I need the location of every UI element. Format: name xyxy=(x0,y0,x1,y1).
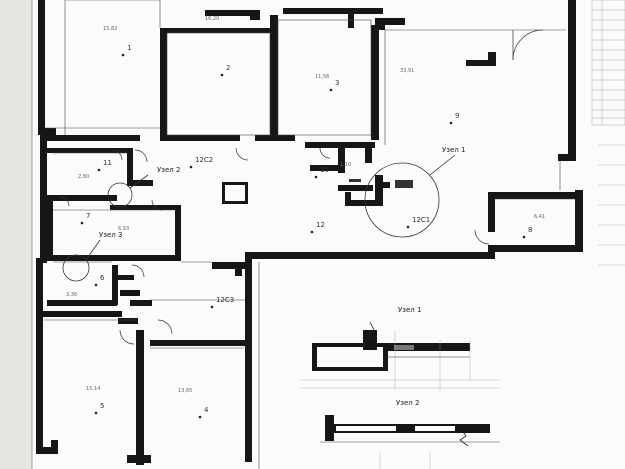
room-11-area: 2,80 xyxy=(78,174,89,180)
room-10-number: 10 xyxy=(320,166,329,174)
room-7-number: 7 xyxy=(86,212,90,220)
drafting-lines xyxy=(44,0,575,469)
detail-drawing-1 xyxy=(300,321,500,390)
room-1-top-area: 15,82 xyxy=(103,26,117,32)
node-2-callout: Узел 2 xyxy=(157,166,180,174)
room-12c2-marker xyxy=(189,165,193,169)
room-6-area: 3,36 xyxy=(66,292,77,298)
room-10-marker xyxy=(314,175,318,179)
room-5-marker xyxy=(94,411,98,415)
scan-left-shadow xyxy=(0,0,32,469)
room-1-top-number: 1 xyxy=(127,44,131,52)
room-12c3-marker xyxy=(210,305,214,309)
room-11-marker xyxy=(97,168,101,172)
room-6-marker xyxy=(94,283,98,287)
room-3-marker xyxy=(329,88,333,92)
room-12c3-number: 12С3 xyxy=(216,296,234,304)
room-12c2-number: 12С2 xyxy=(195,156,213,164)
node-3-callout: Узел 3 xyxy=(99,231,122,239)
node-1-callout: Узел 1 xyxy=(442,146,465,154)
detail-drawing-2 xyxy=(320,415,500,469)
room-12c1-marker xyxy=(406,225,410,229)
door-swings xyxy=(59,29,544,345)
room-6-number: 6 xyxy=(100,274,105,282)
detail-1-title: Узел 1 xyxy=(398,306,421,314)
room-4-number: 4 xyxy=(204,406,209,414)
room-7-marker xyxy=(80,221,84,225)
exterior-walls xyxy=(36,0,583,463)
room-12-marker xyxy=(310,230,314,234)
legend-ticks xyxy=(598,144,625,266)
room-4-marker xyxy=(198,415,202,419)
room-9-number: 9 xyxy=(455,112,459,120)
room-11-number: 11 xyxy=(103,159,112,167)
room-10-area: 1,10 xyxy=(340,162,351,168)
room-5-number: 5 xyxy=(100,402,104,410)
interior-walls xyxy=(42,10,496,465)
room-12c1-number: 12С1 xyxy=(412,216,430,224)
room-4-area: 13,65 xyxy=(178,388,192,394)
room-3-number: 3 xyxy=(335,79,339,87)
node-markers xyxy=(62,154,456,282)
room-12-number: 12 xyxy=(316,221,325,229)
room-5-area: 15,14 xyxy=(86,386,100,392)
room-8-number: 8 xyxy=(528,226,532,234)
area-table xyxy=(591,0,625,126)
room-7-area: 6,93 xyxy=(118,226,129,232)
room-9-marker xyxy=(449,121,453,125)
node-labels: Узел 1 Узел 2 Узел 3 Узел 1 Узел 2 xyxy=(99,146,465,407)
room-2-number: 2 xyxy=(226,64,230,72)
room-1-top-marker xyxy=(121,53,125,57)
room-9-area: 33,91 xyxy=(400,68,414,74)
room-2-marker xyxy=(220,73,224,77)
room-8-area: 6,41 xyxy=(534,214,545,220)
room-2-area: 16,20 xyxy=(205,16,219,22)
hatch-details xyxy=(349,179,413,188)
room-3-area: 11,56 xyxy=(315,74,329,80)
detail-2-title: Узел 2 xyxy=(396,399,419,407)
room-labels: 1 15,82 2 16,20 3 11,56 9 33,91 11 2,80 12С2 10 1,10… xyxy=(66,16,545,419)
room-8-marker xyxy=(522,235,526,239)
